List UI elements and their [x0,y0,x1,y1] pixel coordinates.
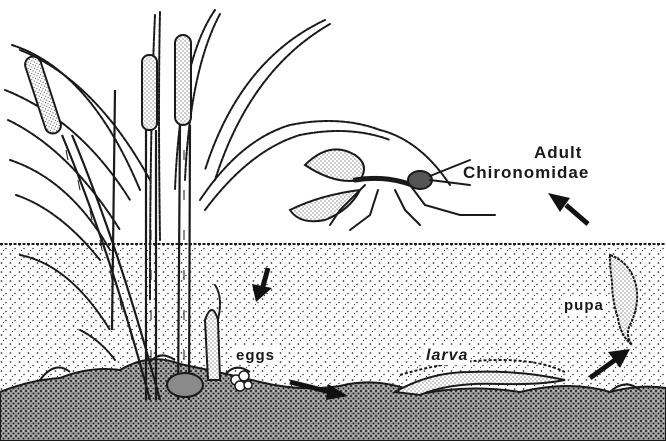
label-eggs: eggs [234,347,277,364]
label-adult: Adult [534,143,582,162]
label-chironomidae: Chironomidae [463,163,589,182]
arrow-to-adult [548,193,588,224]
label-larva: larva [424,347,470,365]
submerged-shoot [205,310,220,380]
label-pupa: pupa [562,297,606,314]
adult-midge [290,149,495,230]
cattail-heads [23,35,191,136]
plant-base [167,373,203,397]
